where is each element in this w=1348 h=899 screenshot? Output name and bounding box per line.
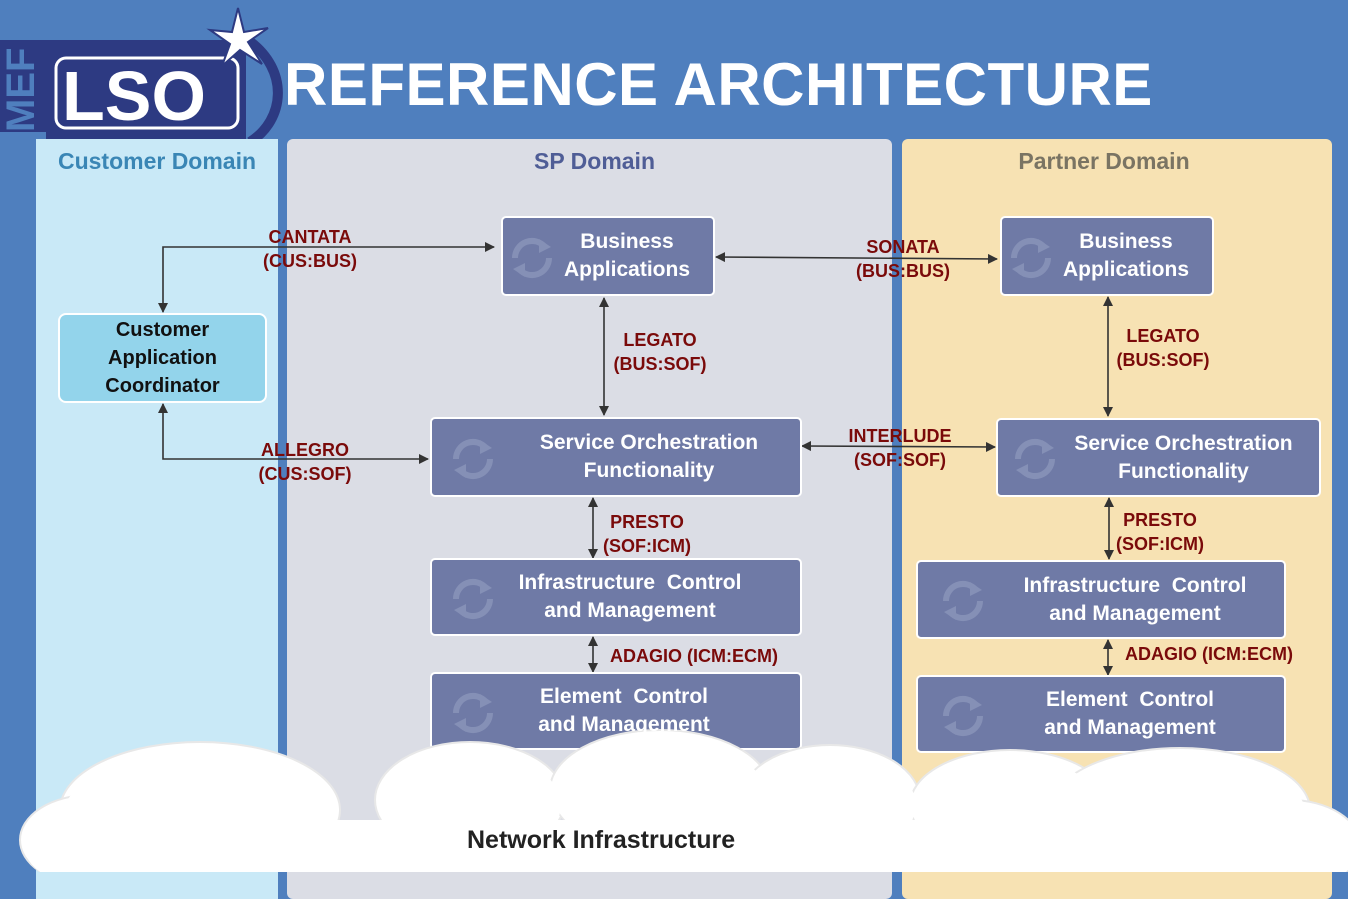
sp-business-line1: Business	[580, 230, 674, 253]
legato-partner-label: LEGATO (BUS:SOF)	[1108, 324, 1218, 372]
presto-partner-label: PRESTO (SOF:ICM)	[1105, 508, 1215, 556]
sp-element-line2: and Management	[538, 713, 710, 736]
cycle-icon	[452, 692, 494, 734]
partner-business-line1: Business	[1079, 230, 1173, 253]
partner-element-line2: and Management	[1044, 716, 1216, 739]
sonata-connector	[715, 252, 998, 264]
cantata-name: CANTATA	[268, 227, 352, 247]
network-infrastructure-cloud	[19, 729, 1348, 872]
cycle-icon	[1014, 438, 1056, 480]
sonata-label: SONATA (BUS:BUS)	[848, 235, 958, 283]
presto-sp-code: (SOF:ICM)	[603, 536, 691, 556]
coordinator-line1: Customer	[115, 319, 210, 341]
partner-orchestration-line2: Functionality	[1118, 459, 1249, 483]
interlude-label: INTERLUDE (SOF:SOF)	[845, 424, 955, 472]
sp-orchestration-line1: Service Orchestration	[539, 431, 759, 454]
partner-infrastructure-line1: Infrastructure Control	[1023, 573, 1247, 597]
cycle-icon	[452, 578, 494, 620]
partner-infrastructure-control-box: Infrastructure Control and Management	[916, 560, 1286, 639]
interlude-connector	[801, 441, 996, 452]
allegro-code: (CUS:SOF)	[258, 464, 352, 484]
cantata-code: (CUS:BUS)	[263, 251, 357, 271]
page-title: REFERENCE ARCHITECTURE	[284, 51, 1153, 118]
cycle-icon	[942, 580, 984, 622]
partner-business-line2: Applications	[1062, 258, 1189, 281]
customer-domain-title: Customer Domain	[57, 148, 257, 174]
legato-sp-name: LEGATO	[623, 330, 697, 350]
cycle-icon	[942, 695, 984, 737]
adagio-partner-label: ADAGIO (ICM:ECM)	[1125, 644, 1293, 664]
sp-element-control-box: Element Control and Management	[430, 672, 802, 750]
cycle-icon	[1010, 237, 1052, 279]
sp-domain-title: SP Domain	[534, 148, 655, 174]
presto-partner-code: (SOF:ICM)	[1116, 534, 1204, 554]
partner-domain-title: Partner Domain	[1018, 148, 1190, 174]
cantata-connector	[158, 242, 495, 313]
star-icon	[206, 7, 269, 67]
logo-mef-text: MEF	[0, 48, 43, 132]
cycle-icon	[511, 237, 553, 279]
interlude-code: (SOF:SOF)	[854, 450, 946, 470]
presto-partner-name: PRESTO	[1123, 510, 1197, 530]
sp-business-line2: Applications	[563, 258, 690, 281]
sp-element-line1: Element Control	[539, 685, 708, 708]
legato-partner-name: LEGATO	[1126, 326, 1200, 346]
coordinator-line3: Coordinator	[105, 375, 220, 397]
customer-application-coordinator-box: Customer Application Coordinator	[58, 313, 267, 403]
partner-element-line1: Element Control	[1045, 688, 1214, 711]
sp-orchestration-line2: Functionality	[583, 459, 715, 482]
coordinator-line2: Application	[108, 347, 217, 369]
connector-lines	[158, 242, 1114, 676]
sonata-name: SONATA	[866, 237, 940, 257]
partner-element-control-box: Element Control and Management	[916, 675, 1286, 753]
cantata-label: CANTATA (CUS:BUS)	[255, 225, 365, 273]
legato-partner-code: (BUS:SOF)	[1116, 350, 1210, 370]
mef-lso-logo: MEF LSO	[0, 7, 283, 145]
sp-infrastructure-line1: Infrastructure Control	[518, 571, 742, 594]
allegro-connector	[158, 403, 429, 464]
legato-sp-label: LEGATO (BUS:SOF)	[605, 328, 715, 376]
logo-lso-text: LSO	[62, 57, 206, 135]
allegro-name: ALLEGRO	[261, 440, 349, 460]
presto-sp-label: PRESTO (SOF:ICM)	[592, 510, 702, 558]
sp-infrastructure-line2: and Management	[544, 599, 716, 622]
interlude-name: INTERLUDE	[848, 426, 952, 446]
partner-infrastructure-line2: and Management	[1049, 601, 1221, 625]
allegro-label: ALLEGRO (CUS:SOF)	[250, 438, 360, 486]
network-infrastructure-label: Network Infrastructure	[467, 826, 736, 854]
sonata-code: (BUS:BUS)	[856, 261, 950, 281]
presto-sp-name: PRESTO	[610, 512, 684, 532]
partner-orchestration-line1: Service Orchestration	[1074, 431, 1293, 455]
sp-infrastructure-control-box: Infrastructure Control and Management	[430, 558, 802, 636]
cycle-icon	[452, 438, 494, 480]
adagio-sp-label: ADAGIO (ICM:ECM)	[610, 646, 778, 666]
legato-sp-code: (BUS:SOF)	[613, 354, 707, 374]
